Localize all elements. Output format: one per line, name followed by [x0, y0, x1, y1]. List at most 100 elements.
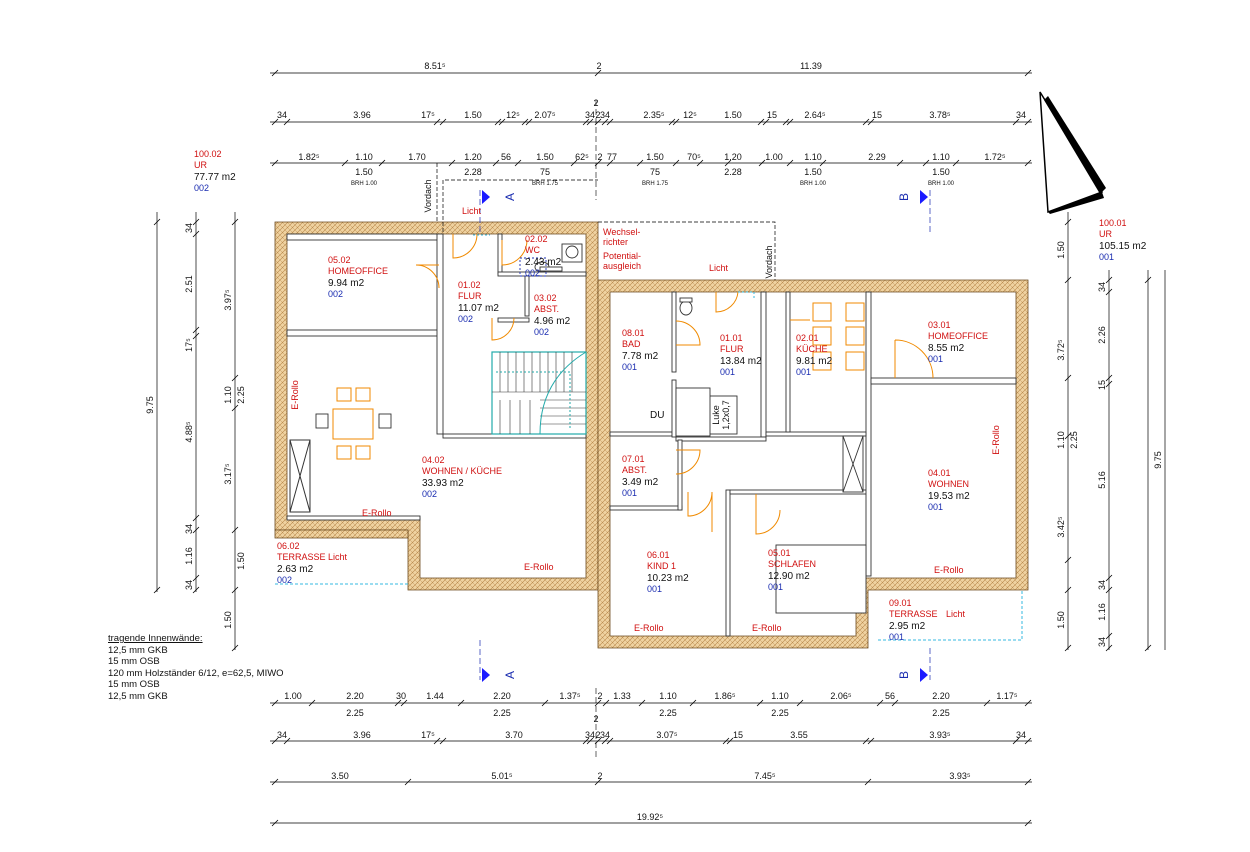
dimension-tick [1105, 374, 1113, 382]
dim-text: 1.50 [464, 110, 482, 120]
dim-text: BRH 1.00 [351, 181, 378, 187]
dimension-tick [582, 118, 590, 126]
dim-text: 1.10 [804, 152, 822, 162]
dimension-tick [271, 159, 279, 167]
dimension-tick [231, 526, 239, 534]
note-line: 15 mm OSB [108, 679, 160, 690]
dimension-tick [192, 218, 200, 226]
room-num: 06.02 [277, 541, 300, 551]
dimension-tick [1105, 380, 1113, 388]
dimension-tick [867, 118, 875, 126]
dimension-tick [762, 118, 770, 126]
dimension-tick [1064, 218, 1072, 226]
room-num: 01.02 [458, 280, 481, 290]
dim-text: 3.96 [353, 110, 371, 120]
vordach-label: Vordach [764, 245, 774, 278]
dimension-tick [192, 326, 200, 334]
dim-text: 2.35⁵ [643, 110, 665, 120]
dim-text: 77 [607, 152, 617, 162]
dimension-tick [192, 526, 200, 534]
dimension-tick [1144, 644, 1152, 652]
dimension-tick [758, 159, 766, 167]
room-area: 11.07 m2 [458, 303, 499, 314]
dimension-tick [1024, 819, 1032, 827]
room-name: HOMEOFFICE [328, 266, 388, 276]
dim-text: 30 [396, 691, 406, 701]
fixtures [315, 243, 867, 614]
dimension-tick [1024, 118, 1032, 126]
dim-text: 2 [595, 110, 600, 120]
room-level: 001 [647, 584, 662, 594]
dim-text: 3.96 [353, 730, 371, 740]
dimension-tick [819, 159, 827, 167]
licht-label: Licht [709, 263, 729, 273]
dim-text: 15 [767, 110, 777, 120]
note-line: 12,5 mm GKB [108, 644, 168, 656]
dim-text: 2 [595, 730, 600, 740]
dim-text: 1.00 [284, 691, 302, 701]
erollo-label: E-Rollo [752, 623, 782, 633]
dimension-tick [594, 778, 602, 786]
room-num: 05.01 [768, 548, 791, 558]
room-level: 001 [768, 582, 783, 592]
room-area: 3.49 m2 [622, 477, 659, 488]
dimension-tick [404, 778, 412, 786]
dim-text: 34 [184, 580, 194, 590]
dimension-tick [231, 374, 239, 382]
dimension-tick [394, 699, 402, 707]
dimension-tick [439, 737, 447, 745]
dimension-tick [153, 218, 161, 226]
dim-text: 3.93⁵ [929, 730, 951, 740]
dimension-tick [1064, 276, 1072, 284]
dim-text: 1.50 [646, 152, 664, 162]
dim-text: BRH 1.75 [532, 181, 559, 187]
room-area: 2.63 m2 [277, 564, 314, 575]
dimension-tick [689, 699, 697, 707]
dimension-tick [601, 118, 609, 126]
dim-text: BRH 1.75 [642, 181, 669, 187]
dim-text: 11.39 [800, 61, 822, 71]
section-b-label: B [897, 193, 911, 201]
dimension-tick [231, 218, 239, 226]
top-dimensions: 8.51⁵ 2 11.39 2 34 3.96 17⁵ 1.50 12⁵ 2.0… [277, 61, 1026, 187]
dimension-tick [231, 586, 239, 594]
dim-text: 34 [184, 524, 194, 534]
vordach-label: Vordach [423, 179, 433, 212]
dim-text: 1.10 [771, 691, 789, 701]
load-bearing-walls-note: tragende Innenwände: 12,5 mm GKB 15 mm O… [108, 633, 284, 702]
unit-labels: 100.02 UR 77.77 m2 002 100.01 UR 105.15 … [194, 149, 1147, 262]
dimension-tick [1064, 586, 1072, 594]
dim-text: 34 [1016, 730, 1026, 740]
dim-text: 2.51 [184, 275, 194, 293]
dim-text: 34 [184, 223, 194, 233]
dimension-tick [433, 118, 441, 126]
dimension-tick [283, 118, 291, 126]
dimension-tick [1024, 159, 1032, 167]
dimension-tick [192, 332, 200, 340]
dim-text: 56 [501, 152, 511, 162]
dimension-tick [586, 118, 594, 126]
dim-text: 2.64⁵ [804, 110, 826, 120]
dim-text: 3.97⁵ [223, 289, 233, 311]
dim-text: 2.28 [464, 167, 482, 177]
dim-text: 34 [277, 730, 287, 740]
unit-number: 100.01 [1099, 218, 1127, 228]
dimension-tick [1012, 118, 1020, 126]
dim-text: 2.28 [724, 167, 742, 177]
dim-text: 34 [277, 110, 287, 120]
dim-text: 2.25 [236, 386, 246, 404]
dim-text: 75 [540, 167, 550, 177]
room-num: 02.01 [796, 333, 819, 343]
dim-text: 1.17⁵ [996, 691, 1018, 701]
room-level: 002 [534, 327, 549, 337]
dimension-tick [494, 118, 502, 126]
dim-text: 34 [1016, 110, 1026, 120]
dimension-tick [541, 699, 549, 707]
dimension-tick [341, 159, 349, 167]
unit-area: 77.77 m2 [194, 172, 236, 183]
dim-text: 1.33 [613, 691, 631, 701]
dimension-tick [1024, 737, 1032, 745]
room-level: 002 [277, 575, 292, 585]
erollo-label: E-Rollo [991, 425, 1001, 455]
